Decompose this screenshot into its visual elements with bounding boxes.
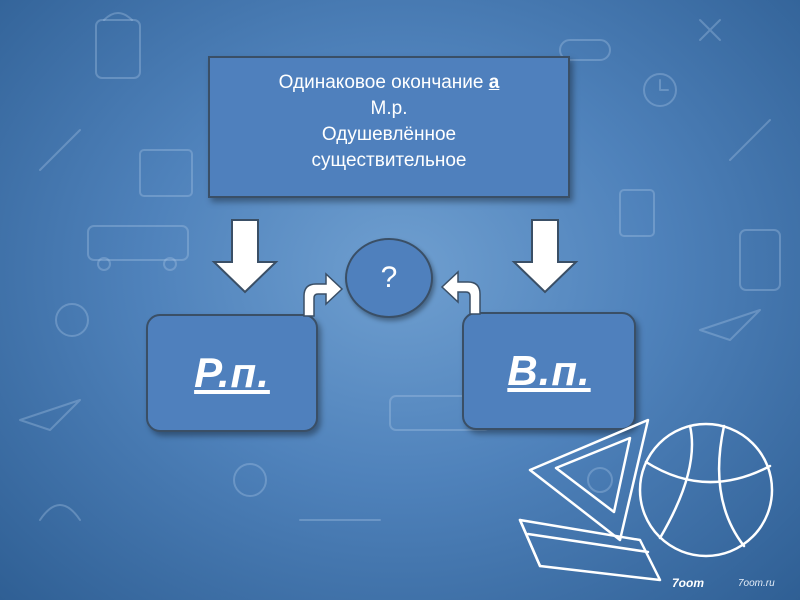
pencil-doodle [39, 129, 81, 171]
brand-logo: 7oom [672, 576, 705, 590]
site-watermark: 7oom.ru [738, 578, 775, 589]
genitive-case-box: Р.п. [146, 314, 318, 432]
bus-doodle [87, 225, 189, 261]
paper-plane-doodle [19, 399, 81, 431]
rule-line-ending: Одинаковое окончание а [210, 70, 568, 96]
rule-line-gender: М.р. [370, 98, 408, 119]
question-circle: ? [345, 238, 433, 318]
rule-line-noun: существительное [311, 150, 467, 171]
rule-box: Одинаковое окончание а М.р. Одушевлённое… [208, 56, 570, 198]
calculator-doodle [619, 189, 655, 237]
notebook-doodle [139, 149, 193, 197]
accusative-case-box: В.п. [462, 312, 636, 430]
backpack-doodle [95, 19, 141, 79]
rule-ending-text: Одинаковое окончание [278, 72, 489, 93]
rule-line-animate: Одушевлённое [321, 124, 457, 145]
rule-ending-letter: а [488, 72, 500, 93]
clock-doodle [643, 73, 677, 107]
